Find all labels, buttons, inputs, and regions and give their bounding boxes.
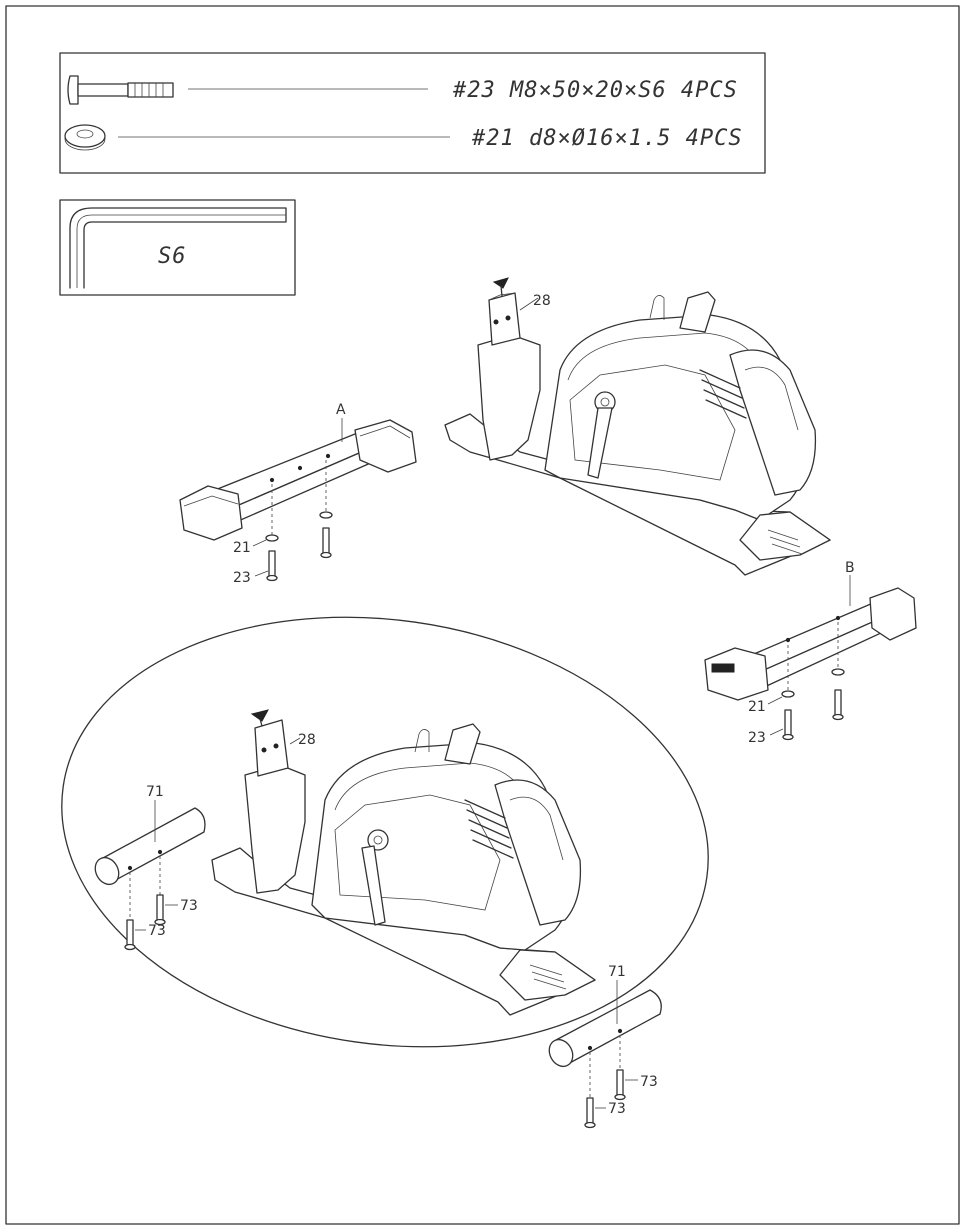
label-73-right-a: 73	[640, 1074, 658, 1090]
hardware-bolt-text: #23 M8×50×20×S6 4PCS	[452, 78, 738, 103]
frame-bottom	[211, 709, 596, 1016]
washer-icon	[64, 124, 106, 151]
label-71-right: 71	[608, 964, 626, 980]
label-73-left-b: 73	[148, 923, 166, 939]
bolt-icon	[67, 75, 174, 105]
vent-bottom	[464, 799, 514, 859]
pin-73-right-b	[584, 1097, 596, 1129]
tube-71-right	[548, 989, 662, 1068]
washer-b-left	[781, 690, 795, 698]
stabilizer-b	[704, 587, 917, 701]
label-73-right-b: 73	[608, 1101, 626, 1117]
knob-28-top	[492, 277, 509, 297]
tube-71-left	[94, 807, 206, 886]
allen-key-icon	[69, 207, 287, 289]
label-stabilizer-a: A	[336, 402, 346, 418]
stabilizer-a	[179, 419, 417, 541]
pin-73-left-b	[124, 919, 136, 951]
knob-28-bottom	[250, 709, 269, 727]
label-73-left-a: 73	[180, 898, 198, 914]
washer-a-right	[319, 511, 333, 519]
hardware-washer-text: #21 d8×Ø16×1.5 4PCS	[471, 126, 743, 151]
label-28-bottom: 28	[298, 732, 316, 748]
bolt-b-right	[832, 689, 844, 721]
bolt-b-left	[782, 709, 794, 741]
crank-top	[587, 391, 616, 479]
label-21-left: 21	[233, 540, 251, 556]
bolt-a-right	[320, 527, 332, 559]
label-23-left: 23	[233, 570, 251, 586]
pin-73-right-a	[614, 1069, 626, 1101]
tool-box: S6	[59, 199, 296, 296]
label-71-left: 71	[146, 784, 164, 800]
label-23-right: 23	[748, 730, 766, 746]
washer-a-left	[265, 534, 279, 542]
crank-bottom	[361, 829, 389, 926]
vent-top	[699, 369, 747, 419]
label-28-top: 28	[533, 293, 551, 309]
tool-text: S6	[158, 244, 187, 269]
hardware-box: #23 M8×50×20×S6 4PCS #21 d8×Ø16×1.5 4PCS	[59, 52, 766, 174]
frame-top	[444, 277, 831, 576]
washer-b-right	[831, 668, 845, 676]
leader-28-top	[519, 297, 539, 311]
label-stabilizer-b: B	[845, 560, 855, 576]
detail-ellipse	[61, 616, 709, 1048]
bolt-a-left	[266, 550, 278, 582]
leader-28-bottom	[289, 737, 301, 745]
label-21-right: 21	[748, 699, 766, 715]
page-border	[5, 5, 960, 1225]
pin-73-left-a	[154, 894, 166, 926]
